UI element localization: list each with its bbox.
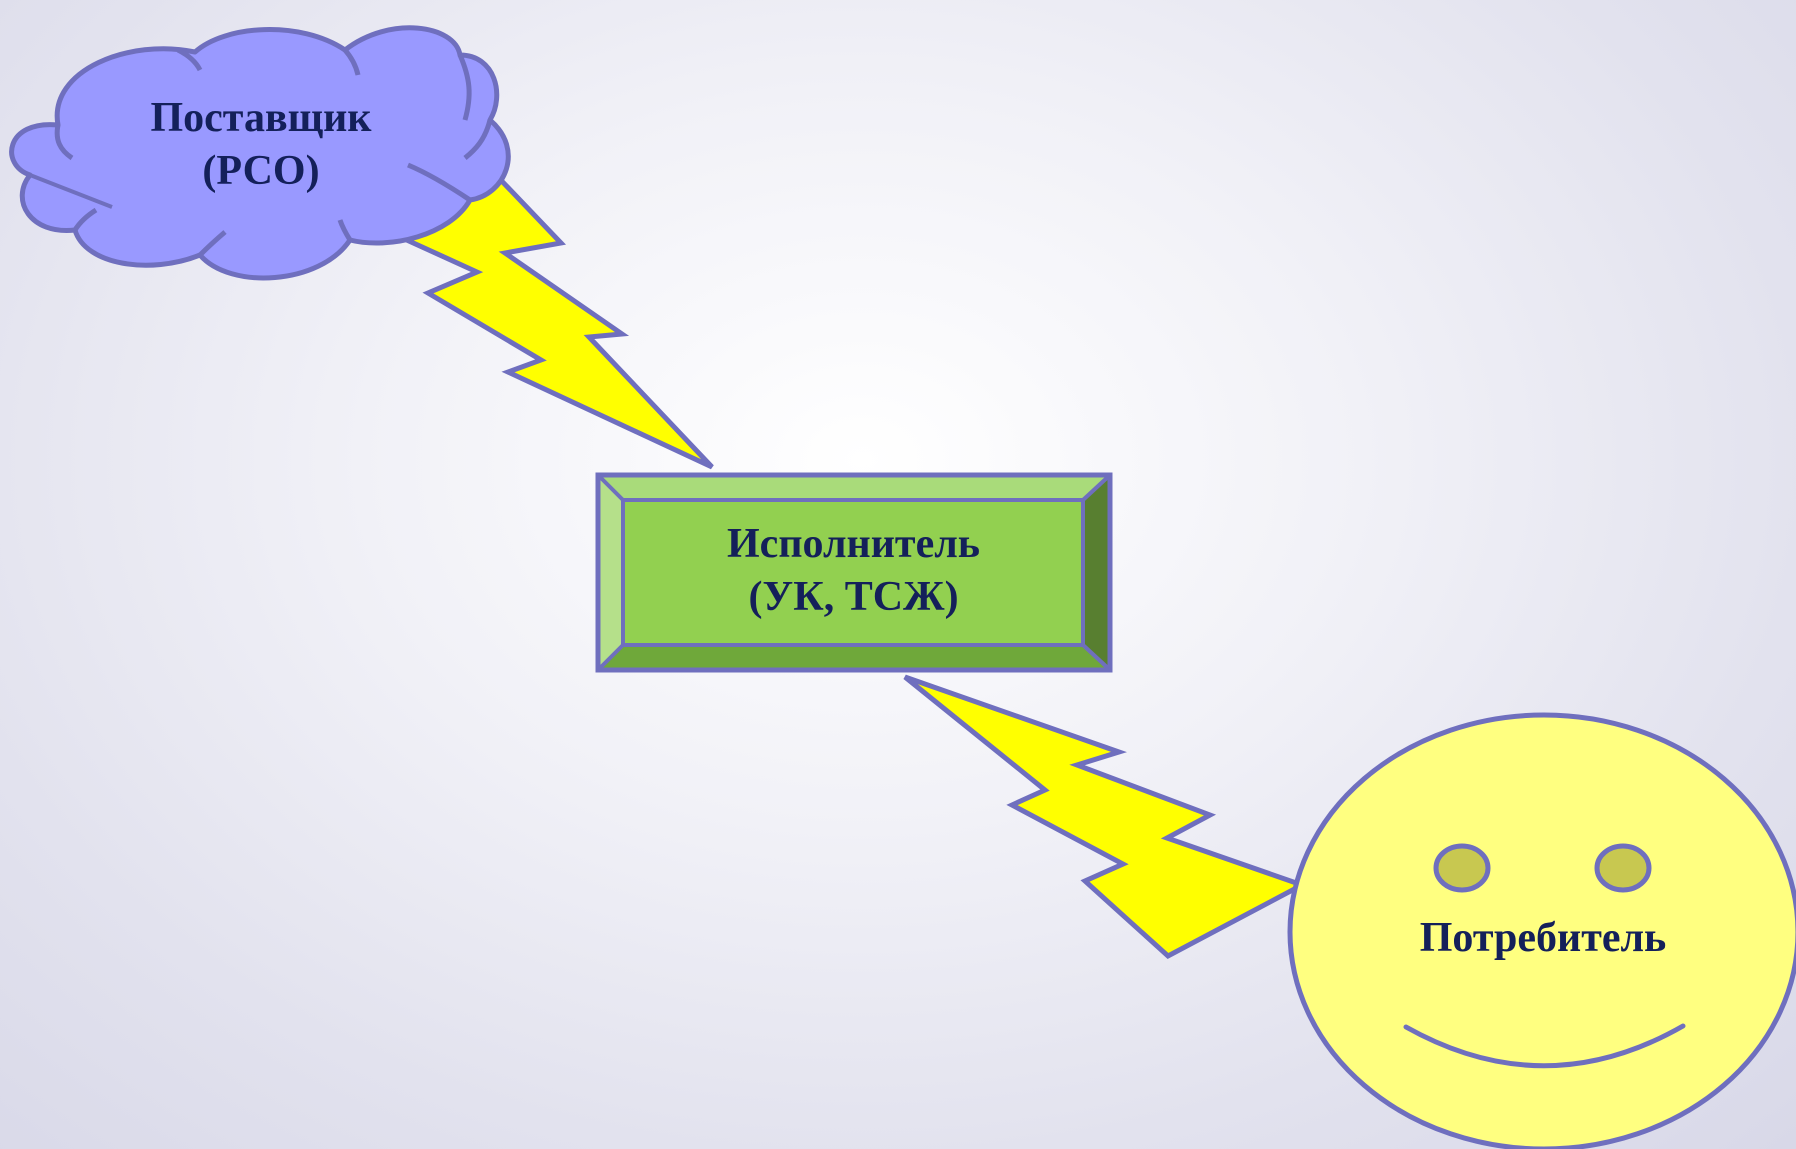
supplier-title: Поставщик: [150, 95, 372, 141]
executor-title: Исполнитель: [727, 521, 980, 567]
lightning-bolt-supplier-to-executor: [392, 171, 714, 470]
executor-label: Исполнитель (УК, ТСЖ): [620, 518, 1087, 623]
right-eye: [1594, 843, 1652, 893]
executor-bevel-box: [595, 472, 1113, 673]
executor-subtitle: (УК, ТСЖ): [748, 573, 959, 620]
consumer-smiley-face: [1287, 712, 1796, 1149]
supplier-label: Поставщик (РСО): [100, 92, 422, 197]
supplier-cloud-shape: [9, 25, 511, 281]
smile-mouth: [1403, 1023, 1686, 1069]
supplier-subtitle: (РСО): [202, 147, 320, 194]
consumer-title: Потребитель: [1419, 915, 1667, 961]
left-eye: [1433, 843, 1491, 893]
lightning-bolt-executor-to-consumer: [903, 674, 1309, 960]
consumer-label: Потребитель: [1363, 912, 1723, 965]
